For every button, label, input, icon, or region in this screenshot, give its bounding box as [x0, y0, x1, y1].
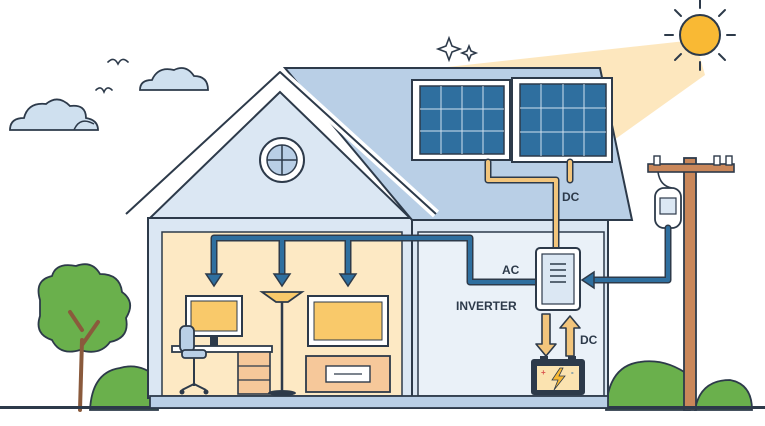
inverter-label: INVERTER [456, 299, 517, 313]
ac-label: AC [502, 263, 520, 277]
bush [89, 360, 753, 411]
dc-arrows [535, 313, 581, 357]
tree-icon [37, 263, 132, 412]
ac-wire [210, 224, 672, 286]
sun-icon [664, 0, 736, 71]
dc-wire [484, 158, 574, 254]
solar-panel-icon [511, 77, 613, 163]
solar-panel-icon [411, 79, 511, 161]
bird-icon [95, 58, 129, 95]
dc-label-top: DC [562, 190, 580, 204]
desk [171, 345, 273, 395]
cloud-icon [139, 67, 209, 91]
sparkle-icon [435, 35, 479, 63]
electric-meter-icon [654, 187, 682, 229]
tv-cabinet-icon [305, 355, 391, 393]
svg-text:-: - [571, 368, 574, 377]
gable-trim-outline [125, 71, 437, 215]
cloud-icon [9, 98, 99, 131]
foundation [149, 395, 609, 409]
inverter-icon [535, 247, 581, 311]
ac-arrowheads [204, 270, 595, 290]
utility-pole-icon [647, 155, 735, 411]
battery-icon: + - [531, 356, 585, 395]
monitor-icon [185, 295, 243, 346]
svg-text:+: + [541, 368, 546, 377]
round-window-icon [259, 137, 305, 183]
office-chair-icon [179, 325, 209, 395]
television-icon [307, 295, 389, 347]
desk-lamp-icon [259, 291, 305, 396]
dc-label-bottom: DC [580, 333, 598, 347]
